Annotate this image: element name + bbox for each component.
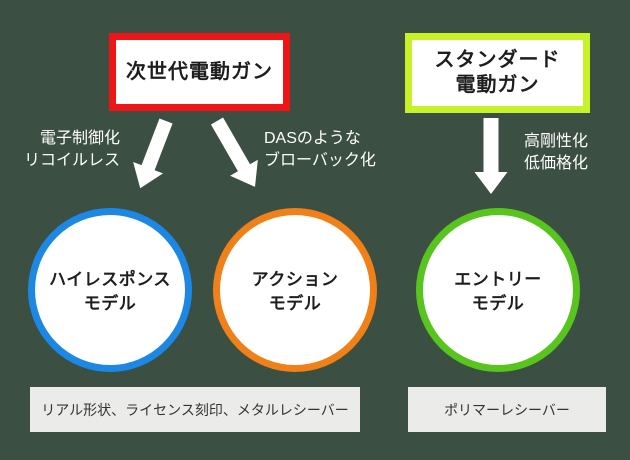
label-rigidity-line1: 高剛性化 <box>524 133 589 150</box>
entry-model-line2: モデル <box>471 294 525 313</box>
standard-gun-title-line1: スタンダード <box>434 49 561 71</box>
label-rigidity: 高剛性化 低価格化 <box>524 131 588 175</box>
highresponse-model-circle: ハイレスポンス モデル <box>28 208 192 372</box>
nextgen-features-box: リアル形状、ライセンス刻印、メタルレシーバー <box>30 387 360 432</box>
arrow-down-left-icon <box>133 118 173 189</box>
entry-model-circle: エントリー モデル <box>416 208 580 372</box>
label-rigidity-line2: 低価格化 <box>524 155 589 172</box>
label-electronic-line1: 電子制御化 <box>39 130 120 147</box>
standard-gun-box: スタンダード 電動ガン <box>405 33 590 113</box>
label-blowback-line1: DASのような <box>264 130 361 147</box>
arrow-down-icon <box>474 118 508 194</box>
action-model-line1: アクション <box>251 270 339 289</box>
action-model-circle: アクション モデル <box>213 208 377 372</box>
nextgen-gun-title: 次世代電動ガン <box>126 60 273 83</box>
standard-features-box: ポリマーレシーバー <box>408 387 606 432</box>
label-blowback-line2: ブローバック化 <box>264 152 376 169</box>
highresponse-model-line1: ハイレスポンス <box>49 270 171 289</box>
standard-gun-title-line2: 電動ガン <box>455 74 540 96</box>
standard-features-text: ポリマーレシーバー <box>444 401 570 418</box>
action-model-line2: モデル <box>268 294 322 313</box>
nextgen-gun-box: 次世代電動ガン <box>109 33 290 111</box>
entry-model-line1: エントリー <box>454 270 542 289</box>
nextgen-features-text: リアル形状、ライセンス刻印、メタルレシーバー <box>41 401 349 418</box>
label-blowback: DASのような ブローバック化 <box>264 128 376 172</box>
arrow-down-right-icon <box>210 117 258 187</box>
label-electronic-line2: リコイルレス <box>23 152 120 169</box>
label-electronic-control: 電子制御化 リコイルレス <box>20 128 120 172</box>
highresponse-model-line2: モデル <box>83 294 137 313</box>
